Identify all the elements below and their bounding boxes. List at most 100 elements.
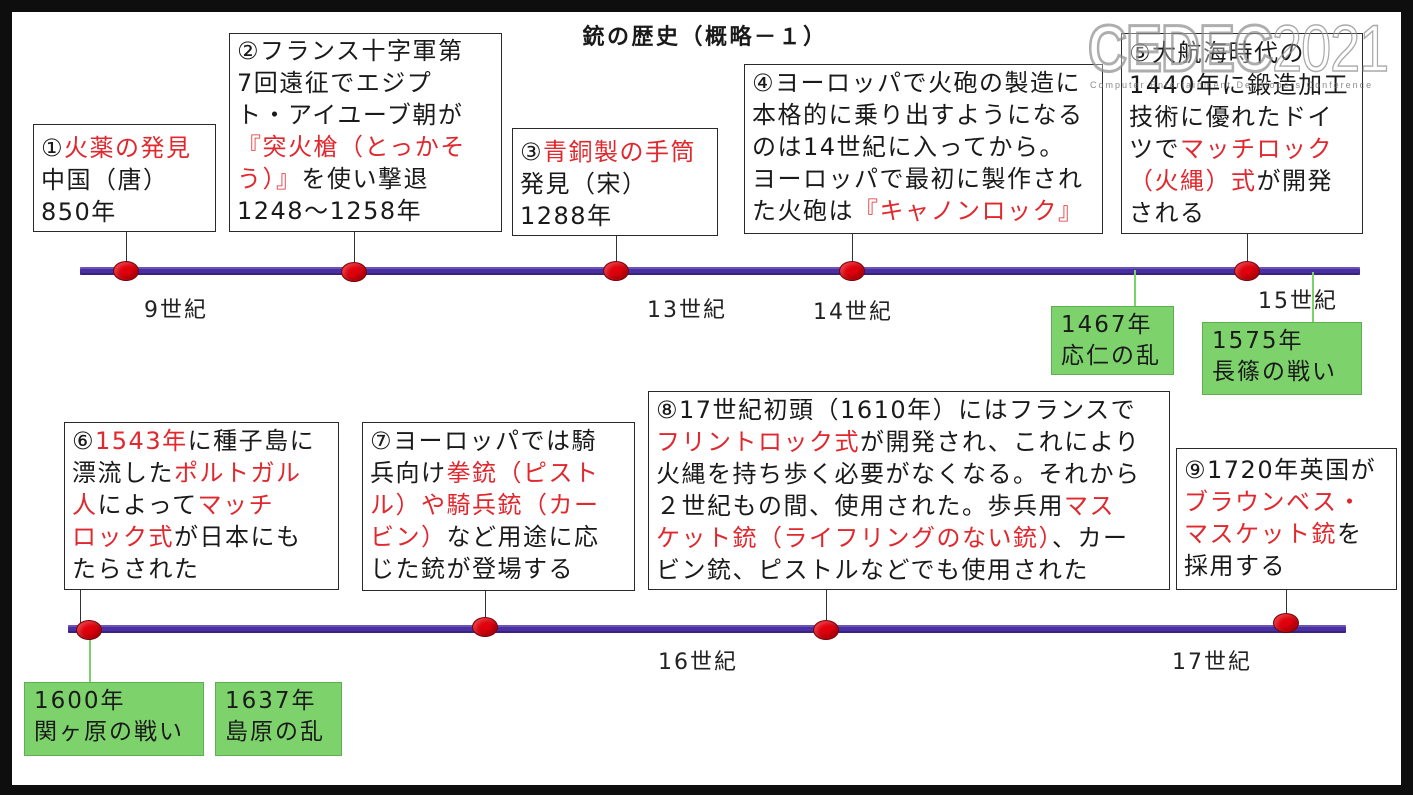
event-text: 火縄を持ち歩く必要がなくなる。それから [656,460,1141,488]
event-line: 人によってマッチ [72,489,331,521]
event-text: ⑤大航海時代の [1129,39,1306,67]
event-text: ⑨1720年英国が [1184,456,1377,484]
event-line: 850年 [41,196,208,228]
event-connector [485,591,486,621]
event-text: 技術に優れたドイ [1129,103,1333,131]
timeline-dot [603,261,629,281]
event-line: ツでマッチロック [1129,133,1355,165]
event-line: 1440年に鍛造加工 [1129,69,1355,101]
event-line: 発見（宋） [520,168,710,200]
japan-event-sekigahara: 1600年 関ヶ原の戦い [24,682,204,756]
timeline-dot [1273,613,1299,633]
event-text: など用途に応 [446,523,600,551]
event-line: ④ヨーロッパで火砲の製造に [752,67,1095,99]
century-label: 13世紀 [647,298,727,323]
event-text: が開発され、これにより [860,428,1141,456]
japan-event-year: 1467年 [1061,312,1153,338]
slide-title: 銃の歴史（概略－１） [582,25,828,50]
event-highlight: フリントロック式 [656,428,860,456]
event-text: ヨーロッパで最初に製作され [752,165,1084,193]
event-text: ⑦ヨーロッパでは騎 [370,427,598,455]
event-line: ⑤大航海時代の [1129,37,1355,69]
event-highlight: ル）や騎兵銃（カー [370,491,600,519]
japan-event-shimabara: 1637年 島原の乱 [215,682,342,756]
timeline-dot [472,617,498,637]
event-text: ビン銃、ピストルなどでも使用された [656,556,1090,584]
event-box-crusade: ②フランス十字軍第 7回遠征でエジプ ト・アイユーブ朝が 『突火槍（とっかそ う… [229,33,502,232]
japan-event-name: 長篠の戦い [1212,359,1337,385]
event-number: ⑥ [72,427,96,455]
event-highlight: （火縄）式 [1129,167,1257,195]
japan-event-year: 1600年 [34,688,126,714]
event-text: た火砲は [752,197,854,225]
event-line: ③青銅製の手筒 [520,136,710,168]
event-connector [80,590,81,626]
japan-event-connector [1312,272,1314,322]
event-highlight: 青銅製の手筒 [543,138,697,166]
event-number: ③ [520,138,544,166]
event-text: が開発 [1256,167,1333,195]
event-text: を [1337,520,1363,548]
event-line: 漂流したポルトガル [72,457,331,489]
event-line: ケット銃（ライフリングのない銃）、カー [656,522,1162,554]
upper-timeline-bar [80,267,1360,275]
event-highlight: ブラウンベス・ [1184,488,1363,516]
event-highlight: マッチ [197,491,275,519]
event-text: 1440年に鍛造加工 [1129,71,1350,99]
event-line: 本格的に乗り出すようになる [752,99,1095,131]
event-line: 採用する [1184,550,1389,582]
event-text: される [1129,199,1206,227]
event-box-european-cannon: ④ヨーロッパで火砲の製造に 本格的に乗り出すようになる のは14世紀に入ってから… [744,64,1103,234]
logo-tagline: Computer Entertainment Developers Confer… [1090,80,1374,90]
timeline-dot [813,620,839,640]
event-highlight: 火薬の発見 [64,134,192,162]
event-highlight: マス [1064,492,1115,520]
event-line: 技術に優れたドイ [1129,101,1355,133]
event-line: ロック式が日本にも [72,521,331,553]
event-highlight: う）』 [237,165,302,193]
event-text: 、カー [1052,524,1129,552]
japan-event-connector [89,636,91,682]
event-text: のは14世紀に入ってから。 [752,133,1065,161]
timeline-dot [341,262,367,282]
event-date: 1288年 [520,202,613,230]
event-text: ⑧17世紀初頭（1610年）にはフランスで [656,396,1137,424]
event-text: を使い撃退 [301,165,429,193]
event-line: 1248～1258年 [237,195,494,227]
event-connector [616,236,617,262]
event-line: ブラウンベス・ [1184,486,1389,518]
event-highlight: マスケット銃 [1184,520,1337,548]
event-highlight: 拳銃（ピスト [446,459,600,487]
century-label: 9世紀 [144,298,208,323]
century-label: 14世紀 [813,300,893,325]
event-text: が日本にも [174,523,302,551]
event-box-matchlock: ⑤大航海時代の 1440年に鍛造加工 技術に優れたドイ ツでマッチロック （火縄… [1121,33,1363,234]
event-line: ②フランス十字軍第 [237,35,494,67]
event-text: ２世紀もの間、使用された。歩兵用 [656,492,1064,520]
timeline-dot [839,261,865,281]
timeline-dot [113,261,139,281]
japan-event-name: 応仁の乱 [1061,343,1161,369]
event-line: たらされた [72,553,331,585]
japan-event-connector [1134,270,1136,306]
event-box-pistol-carbine: ⑦ヨーロッパでは騎 兵向け拳銃（ピスト ル）や騎兵銃（カー ビン）など用途に応 … [362,422,635,591]
event-line: た火砲は『キャノンロック』 [752,195,1095,227]
event-text: 漂流した [72,459,174,487]
century-label: 17世紀 [1172,650,1252,675]
event-line: ビン）など用途に応 [370,521,627,553]
event-text: たらされた [72,555,200,583]
century-label: 16世紀 [658,650,738,675]
event-connector [852,234,853,262]
event-text: 本格的に乗り出すようになる [752,101,1084,129]
japan-event-nagashino: 1575年 長篠の戦い [1202,322,1362,395]
event-text: に種子島に [187,427,316,455]
century-label: 15世紀 [1258,289,1338,314]
event-text: 採用する [1184,552,1286,580]
event-line: ビン銃、ピストルなどでも使用された [656,554,1162,586]
event-line: される [1129,197,1355,229]
event-box-tanegashima: ⑥1543年に種子島に 漂流したポルトガル 人によってマッチ ロック式が日本にも… [64,422,339,590]
event-line: 中国（唐） [41,164,208,196]
event-line: マスケット銃を [1184,518,1389,550]
event-line: ル）や騎兵銃（カー [370,489,627,521]
event-line: ⑥1543年に種子島に [72,425,331,457]
